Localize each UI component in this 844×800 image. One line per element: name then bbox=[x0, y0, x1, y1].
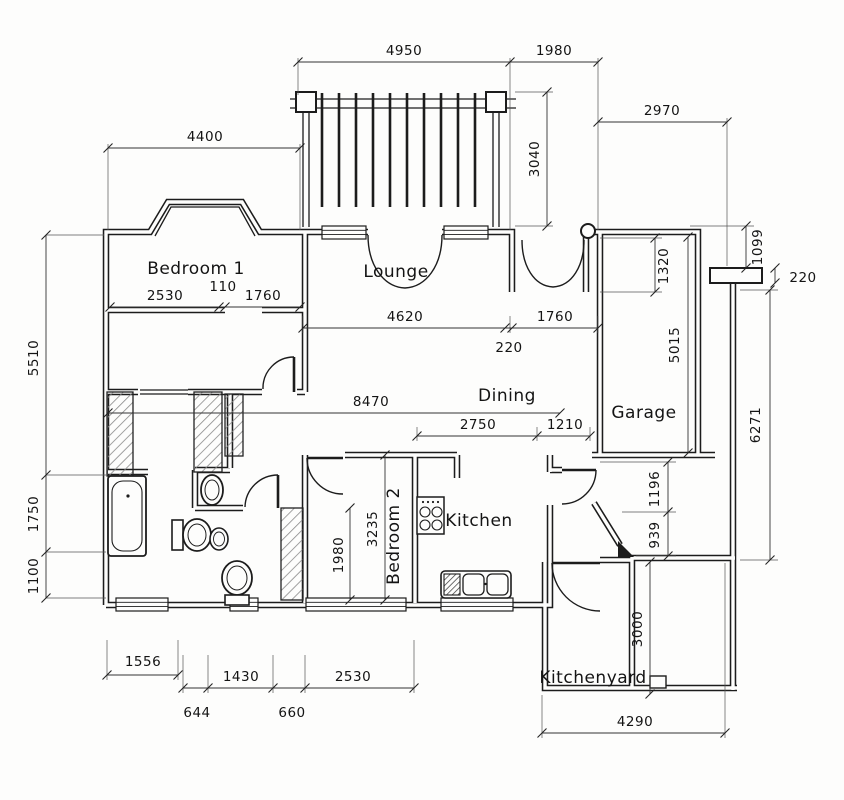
window bbox=[305, 597, 407, 612]
dim-2970: 2970 bbox=[644, 103, 680, 119]
dim-5510: 5510 bbox=[26, 340, 42, 376]
kitchen-back-door bbox=[561, 468, 597, 505]
boundary-wall-cap bbox=[709, 267, 763, 284]
dim-5015: 5015 bbox=[667, 327, 683, 363]
bedroom2-door bbox=[306, 456, 344, 495]
dim-1196: 1196 bbox=[647, 471, 663, 507]
dimension-labels: 4950 1980 4400 2970 3040 1099 220 2530 1… bbox=[26, 43, 816, 730]
doors bbox=[244, 234, 601, 612]
dim-1980-b: 1980 bbox=[331, 537, 347, 573]
room-label-dining: Dining bbox=[478, 386, 536, 406]
dim-939: 939 bbox=[647, 521, 663, 548]
dim-3000: 3000 bbox=[630, 611, 646, 647]
dim-1750: 1750 bbox=[26, 496, 42, 532]
toilet-icon bbox=[221, 560, 253, 606]
pergola-beam bbox=[290, 98, 516, 109]
hatched-pier bbox=[224, 393, 244, 457]
room-label-bedroom1: Bedroom 1 bbox=[147, 259, 245, 279]
small-basin-icon bbox=[209, 527, 229, 551]
dim-3040: 3040 bbox=[527, 141, 543, 177]
room-label-kitchen: Kitchen bbox=[445, 511, 512, 531]
bathtub-icon bbox=[107, 475, 147, 557]
window bbox=[443, 225, 489, 240]
extension-lines bbox=[46, 58, 778, 738]
dim-6271: 6271 bbox=[748, 407, 764, 443]
dim-1760-a: 1760 bbox=[245, 288, 281, 304]
wc-door bbox=[244, 474, 280, 508]
dimension-ticks bbox=[40, 56, 781, 739]
french-door-arc bbox=[404, 234, 443, 289]
sink-icon bbox=[440, 570, 512, 599]
pergola-post-left bbox=[295, 91, 317, 113]
window bbox=[115, 597, 169, 612]
dim-2750: 2750 bbox=[460, 417, 496, 433]
hall-door bbox=[262, 356, 296, 392]
room-label-lounge: Lounge bbox=[363, 262, 428, 282]
dim-1980-top: 1980 bbox=[536, 43, 572, 59]
dim-1099: 1099 bbox=[750, 229, 766, 265]
corner-pier bbox=[618, 541, 634, 557]
dim-1100: 1100 bbox=[26, 558, 42, 594]
dim-1430: 1430 bbox=[223, 669, 259, 685]
fixtures bbox=[107, 474, 512, 606]
dim-2530-top: 2530 bbox=[147, 288, 183, 304]
dim-110: 110 bbox=[209, 279, 236, 295]
hatched-walls bbox=[106, 391, 304, 601]
room-label-kitchenyard: Kitchenyard bbox=[539, 668, 646, 688]
yard-gate-pier bbox=[649, 675, 667, 689]
walls bbox=[102, 198, 763, 692]
room-labels: Bedroom 1 Lounge Garage Dining Kitchen B… bbox=[147, 259, 676, 688]
dim-8470: 8470 bbox=[353, 394, 389, 410]
porch-column bbox=[580, 223, 596, 239]
dim-3235: 3235 bbox=[365, 511, 381, 547]
pergola-slats bbox=[320, 93, 477, 207]
entrance-door-arc bbox=[552, 239, 585, 288]
washbasin-icon bbox=[200, 474, 224, 506]
dim-4290: 4290 bbox=[617, 714, 653, 730]
pergola-post-right bbox=[485, 91, 507, 113]
dimension-lines bbox=[40, 56, 781, 739]
dim-220-mid: 220 bbox=[495, 340, 522, 356]
dim-4400: 4400 bbox=[187, 129, 223, 145]
dim-1210: 1210 bbox=[547, 417, 583, 433]
dim-4950: 4950 bbox=[386, 43, 422, 59]
dim-4620: 4620 bbox=[387, 309, 423, 325]
hatched-pier bbox=[280, 507, 304, 601]
pergola-post-lines bbox=[302, 112, 500, 227]
room-label-bedroom2: Bedroom 2 bbox=[384, 487, 404, 585]
pergola-deck bbox=[290, 91, 516, 227]
room-label-garage: Garage bbox=[611, 403, 676, 423]
bay-window-sill bbox=[154, 206, 256, 237]
entrance-door-arc bbox=[521, 239, 554, 288]
hatched-pier bbox=[106, 391, 134, 477]
dim-220-right: 220 bbox=[789, 270, 816, 286]
dim-1320: 1320 bbox=[656, 248, 672, 284]
bath-threshold bbox=[140, 389, 188, 395]
window bbox=[321, 225, 367, 240]
dim-644: 644 bbox=[183, 705, 210, 721]
stove-icon bbox=[416, 496, 445, 535]
hatched-pier bbox=[193, 391, 223, 473]
window bbox=[440, 597, 514, 612]
dim-1556: 1556 bbox=[125, 654, 161, 670]
dim-2530-b: 2530 bbox=[335, 669, 371, 685]
french-door-arc bbox=[367, 234, 406, 289]
kitchenyard-door bbox=[551, 561, 601, 612]
windows bbox=[115, 225, 514, 612]
dim-1760-b: 1760 bbox=[537, 309, 573, 325]
toilet-icon bbox=[171, 518, 212, 552]
dim-660: 660 bbox=[278, 705, 305, 721]
